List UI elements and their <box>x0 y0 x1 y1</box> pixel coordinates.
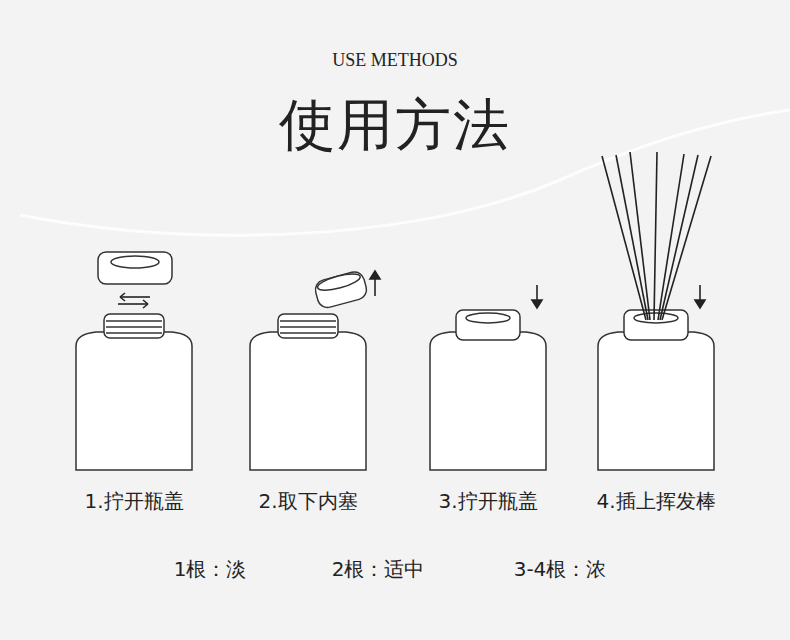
step-label: 4.插上挥发棒 <box>596 488 715 515</box>
bottle-body <box>76 332 192 470</box>
arrows <box>118 271 705 308</box>
step-label: 2.取下内塞 <box>258 488 357 515</box>
strength-note: 1根：淡 <box>174 556 247 583</box>
label-subtitle: USE METHODS <box>332 50 458 71</box>
bottle-neck-ring <box>456 310 520 340</box>
inner-plug <box>313 270 369 310</box>
bottle-neck <box>278 314 338 338</box>
title: 使用方法 <box>279 88 511 164</box>
bottle-neck <box>104 314 164 338</box>
bottle-body <box>430 332 546 470</box>
step-label: 1.拧开瓶盖 <box>84 488 183 515</box>
bottle-body <box>250 332 366 470</box>
bottle-cap <box>98 252 172 284</box>
bottles <box>76 252 714 470</box>
strength-note: 3-4根：浓 <box>514 556 607 583</box>
bottle-neck-ring <box>624 310 688 340</box>
rotate-arrow <box>120 296 150 298</box>
reed-sticks <box>602 152 711 320</box>
bottle-body <box>598 332 714 470</box>
step-label: 3.拧开瓶盖 <box>438 488 537 515</box>
strength-note: 2根：适中 <box>332 556 425 583</box>
